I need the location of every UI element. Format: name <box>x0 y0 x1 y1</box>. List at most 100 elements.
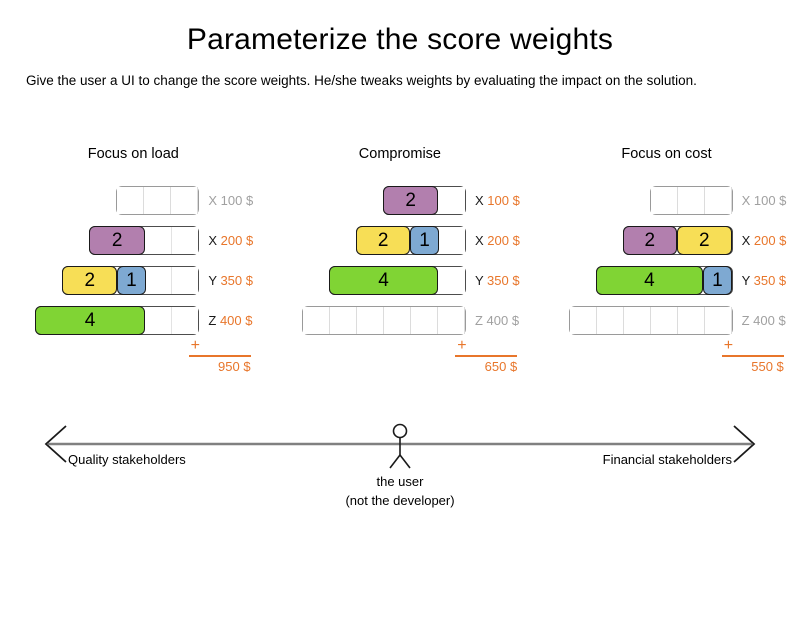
weight-segment-blue[interactable]: 1 <box>117 266 146 295</box>
weight-bar[interactable] <box>649 186 733 215</box>
spectrum-arrow-svg <box>44 423 756 469</box>
weight-segment-purple[interactable]: 2 <box>89 226 145 255</box>
sum-rule <box>721 355 784 357</box>
scenario-total-inner: +950 $ <box>188 338 251 375</box>
spectrum-label-left: Quality stakeholders <box>68 452 186 467</box>
spectrum-label-right: Financial stakeholders <box>602 452 732 467</box>
scenario-total: +550 $ <box>533 338 800 375</box>
weight-empty-cell[interactable] <box>171 267 199 294</box>
weight-empty-cell[interactable] <box>410 307 438 334</box>
weight-track: 2 <box>13 226 200 255</box>
weight-empty-cell[interactable] <box>623 307 651 334</box>
weight-empty-cell[interactable] <box>171 307 199 334</box>
weight-bar[interactable]: 2 <box>89 226 200 255</box>
weight-track <box>547 306 733 335</box>
weight-bar[interactable]: 2 <box>382 186 466 215</box>
weight-empty-cell[interactable] <box>144 187 172 214</box>
user-caption-line2: (not the developer) <box>345 493 455 508</box>
weight-empty-cell[interactable] <box>356 307 384 334</box>
weight-row-amount: 400 $ <box>219 312 253 328</box>
weight-empty-cell[interactable] <box>302 307 330 334</box>
weight-empty-cell[interactable] <box>704 187 732 214</box>
weight-segment-value: 1 <box>419 230 430 251</box>
weight-row: X 100 $ <box>547 186 787 215</box>
weight-row-key: X <box>741 232 751 248</box>
weight-row-label: X 200 $ <box>475 233 520 249</box>
weight-empty-cell[interactable] <box>117 187 145 214</box>
scenario-title: Focus on load <box>87 146 179 162</box>
weight-bar[interactable]: 4 <box>328 266 466 295</box>
weight-empty-cell[interactable] <box>650 187 678 214</box>
weight-segment-green[interactable]: 4 <box>328 266 439 295</box>
weight-empty-cell[interactable] <box>677 307 705 334</box>
weight-segment-value: 4 <box>644 270 655 291</box>
weight-row-amount: 200 $ <box>753 232 787 248</box>
weight-empty-cell[interactable] <box>145 267 172 294</box>
weight-row-label: Z 400 $ <box>742 313 786 329</box>
sum-plus-sign: + <box>457 337 467 354</box>
weight-segment-value: 1 <box>712 270 723 291</box>
weight-empty-cell[interactable] <box>144 227 172 254</box>
weight-empty-cell[interactable] <box>171 187 199 214</box>
weight-row-label: X 200 $ <box>742 233 787 249</box>
weight-row-amount: 100 $ <box>487 192 520 208</box>
weight-empty-cell[interactable] <box>438 227 465 254</box>
weight-bar[interactable] <box>301 306 466 335</box>
weight-empty-cell[interactable] <box>437 307 465 334</box>
weight-row-amount: 350 $ <box>487 272 520 288</box>
weight-row: 4 Z 400 $ <box>13 306 253 335</box>
weight-empty-cell[interactable] <box>144 307 172 334</box>
weight-empty-cell[interactable] <box>677 187 705 214</box>
weight-empty-cell[interactable] <box>438 187 465 214</box>
weight-row-label: Y 350 $ <box>742 273 787 289</box>
weight-row-amount: 100 $ <box>753 192 787 208</box>
weight-empty-cell[interactable] <box>704 307 732 334</box>
weight-empty-cell[interactable] <box>650 307 678 334</box>
weight-empty-cell[interactable] <box>329 307 357 334</box>
weight-empty-cell[interactable] <box>383 307 411 334</box>
scenario-title: Compromise <box>358 146 441 162</box>
weight-row-amount: 400 $ <box>486 312 520 328</box>
weight-segment-yellow[interactable]: 2 <box>677 226 732 255</box>
weight-segment-green[interactable]: 4 <box>595 266 704 295</box>
weight-row: Z 400 $ <box>547 306 787 335</box>
weight-bar[interactable]: 4 <box>35 306 200 335</box>
weight-segment-value: 2 <box>377 230 389 251</box>
weight-empty-cell[interactable] <box>569 307 597 334</box>
weight-segment-value: 4 <box>378 270 389 291</box>
weight-segment-value: 2 <box>405 190 416 211</box>
weight-empty-cell[interactable] <box>171 227 199 254</box>
weight-segment-blue[interactable]: 1 <box>703 266 732 295</box>
weight-segment-purple[interactable]: 2 <box>382 186 439 215</box>
weight-empty-cell[interactable] <box>596 307 624 334</box>
weight-row-amount: 200 $ <box>220 232 254 248</box>
weight-segment-green[interactable]: 4 <box>35 306 145 335</box>
weight-segment-yellow[interactable]: 2 <box>355 226 411 255</box>
weight-segment-blue[interactable]: 1 <box>410 226 439 255</box>
weight-row-key: Z <box>208 312 217 328</box>
weight-segment-purple[interactable]: 2 <box>622 226 678 255</box>
weight-bar[interactable] <box>116 186 200 215</box>
stick-figure-leg-right <box>399 454 411 469</box>
weight-bar[interactable] <box>568 306 733 335</box>
weight-empty-cell[interactable] <box>438 267 465 294</box>
weight-segment-value: 2 <box>644 230 656 251</box>
weight-track <box>13 186 200 215</box>
scenario-total-inner: +550 $ <box>721 338 784 375</box>
weight-segment-yellow[interactable]: 2 <box>62 266 118 295</box>
scenario-title: Focus on cost <box>621 146 712 162</box>
weight-row-label: Z 400 $ <box>208 313 252 329</box>
